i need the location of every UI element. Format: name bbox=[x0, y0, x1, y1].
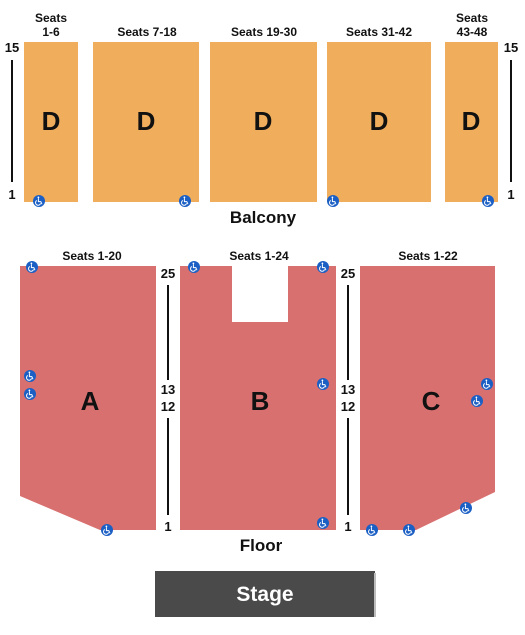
balcony-row-bottom-left: 1 bbox=[8, 187, 15, 202]
floor-section-a-letter: A bbox=[81, 386, 100, 416]
floor-section-b-letter: B bbox=[251, 386, 270, 416]
aisle-right-row-12: 12 bbox=[341, 399, 355, 414]
balcony-section-4-letter: D bbox=[370, 106, 389, 136]
aisle-right-row-13: 13 bbox=[341, 382, 355, 397]
balcony-section-5[interactable]: Seats 43-48 D bbox=[445, 11, 498, 202]
balcony-title: Balcony bbox=[230, 208, 297, 227]
balcony-section-1-letter: D bbox=[42, 106, 61, 136]
balcony-section-3-letter: D bbox=[254, 106, 273, 136]
floor-section-a-seats: Seats 1-20 bbox=[62, 249, 122, 263]
balcony-row-top-left: 15 bbox=[5, 40, 19, 55]
balcony-section-1[interactable]: Seats 1-6 D bbox=[24, 11, 78, 202]
floor-section-b[interactable]: Seats 1-24 B bbox=[180, 249, 336, 530]
wheelchair-icon[interactable] bbox=[179, 195, 191, 207]
balcony-section-4-block[interactable] bbox=[327, 42, 431, 202]
balcony-section-3-seats: Seats 19-30 bbox=[231, 25, 297, 39]
wheelchair-icon[interactable] bbox=[460, 502, 472, 514]
balcony-section-1-seats-line1: Seats bbox=[35, 11, 67, 25]
balcony-section-2-letter: D bbox=[137, 106, 156, 136]
balcony-section-5-block[interactable] bbox=[445, 42, 498, 202]
floor-section-b-block[interactable] bbox=[180, 266, 336, 530]
wheelchair-icon[interactable] bbox=[101, 524, 113, 536]
floor-section-c-letter: C bbox=[422, 386, 441, 416]
aisle-right-row-25: 25 bbox=[341, 266, 355, 281]
wheelchair-icon[interactable] bbox=[403, 524, 415, 536]
aisle-left-row-12: 12 bbox=[161, 399, 175, 414]
balcony-section-4-seats: Seats 31-42 bbox=[346, 25, 412, 39]
aisle-left-row-13: 13 bbox=[161, 382, 175, 397]
stage-block bbox=[155, 571, 375, 617]
wheelchair-icon[interactable] bbox=[482, 195, 494, 207]
balcony-section-1-block[interactable] bbox=[24, 42, 78, 202]
balcony-section-5-letter: D bbox=[462, 106, 481, 136]
wheelchair-icon[interactable] bbox=[317, 517, 329, 529]
balcony-section-5-seats-line1: Seats bbox=[456, 11, 488, 25]
wheelchair-icon[interactable] bbox=[24, 370, 36, 382]
floor-section-a-block[interactable] bbox=[20, 266, 156, 530]
stage: Stage bbox=[155, 571, 376, 617]
aisle-right-row-1: 1 bbox=[344, 519, 351, 534]
balcony-section-2-block[interactable] bbox=[93, 42, 199, 202]
floor-section-c-block[interactable] bbox=[360, 266, 495, 530]
floor-section-c-seats: Seats 1-22 bbox=[398, 249, 458, 263]
floor-section-a[interactable]: Seats 1-20 A bbox=[20, 249, 156, 530]
wheelchair-icon[interactable] bbox=[188, 261, 200, 273]
balcony-section-4[interactable]: Seats 31-42 D bbox=[327, 25, 431, 202]
floor-section-b-seats: Seats 1-24 bbox=[229, 249, 289, 263]
balcony-row-bottom-right: 1 bbox=[507, 187, 514, 202]
aisle-left-row-25: 25 bbox=[161, 266, 175, 281]
wheelchair-icon[interactable] bbox=[33, 195, 45, 207]
balcony-row-top-right: 15 bbox=[504, 40, 518, 55]
wheelchair-icon[interactable] bbox=[317, 378, 329, 390]
balcony-section-3-block[interactable] bbox=[210, 42, 317, 202]
wheelchair-icon[interactable] bbox=[481, 378, 493, 390]
floor-title: Floor bbox=[240, 536, 283, 555]
wheelchair-icon[interactable] bbox=[366, 524, 378, 536]
accessible-seating-icons bbox=[24, 195, 494, 536]
balcony-section-1-seats-line2: 1-6 bbox=[42, 25, 60, 39]
wheelchair-icon[interactable] bbox=[471, 395, 483, 407]
balcony-section-2[interactable]: Seats 7-18 D bbox=[93, 25, 199, 202]
wheelchair-icon[interactable] bbox=[327, 195, 339, 207]
wheelchair-icon[interactable] bbox=[24, 388, 36, 400]
aisle-left-row-1: 1 bbox=[164, 519, 171, 534]
wheelchair-icon[interactable] bbox=[317, 261, 329, 273]
balcony-section-5-seats-line2: 43-48 bbox=[457, 25, 488, 39]
floor-section-c[interactable]: Seats 1-22 C bbox=[360, 249, 495, 530]
balcony-section-2-seats: Seats 7-18 bbox=[117, 25, 177, 39]
wheelchair-icon[interactable] bbox=[26, 261, 38, 273]
balcony-section-3[interactable]: Seats 19-30 D bbox=[210, 25, 317, 202]
stage-label: Stage bbox=[236, 583, 293, 606]
